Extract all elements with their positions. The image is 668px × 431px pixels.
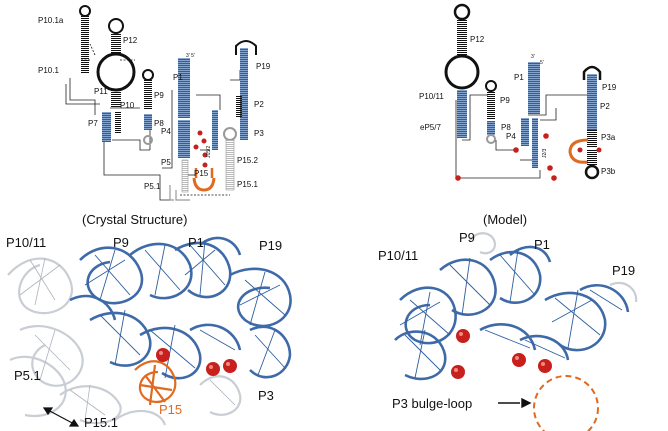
label-p15-1: P15.1 — [237, 180, 258, 189]
p2-helix — [212, 110, 218, 150]
ribbon-label-p1: P1 — [188, 235, 204, 250]
p15-2-helix — [223, 127, 237, 191]
label-p1: P1 — [173, 73, 183, 82]
label-p15: P15 — [194, 169, 209, 178]
model-3d-ribbon: P10/11 P9 P1 P19 P3 bulge-loop — [378, 230, 638, 431]
ribbon-label-p15-1: P15.1 — [84, 415, 118, 430]
p19-helix — [235, 40, 257, 140]
tertiary-contacts — [120, 59, 230, 196]
model-grey-ribbon — [469, 232, 638, 303]
model-ribbon-label-p9: P9 — [459, 230, 475, 245]
model-p19-helix — [582, 65, 602, 148]
model-p3-bulge — [568, 138, 600, 180]
p10-1a-helix — [79, 5, 91, 74]
bulge-arrow — [498, 397, 532, 409]
label-p2: P2 — [254, 100, 264, 109]
label-p12: P12 — [123, 36, 138, 45]
label-p5-1: P5.1 — [144, 182, 161, 191]
ribbon-label-p3: P3 — [258, 388, 274, 403]
model-label-p3b: P3b — [601, 167, 616, 176]
model-p10-11-helix — [457, 90, 467, 138]
model-metal-ions-3d — [451, 329, 552, 379]
label-p10-1a: P10.1a — [38, 16, 64, 25]
label-p19: P19 — [256, 62, 271, 71]
ribbon-label-p19: P19 — [259, 238, 282, 253]
caption-crystal-structure: (Crystal Structure) — [82, 212, 187, 227]
model-p12-helix — [444, 3, 480, 90]
p8-helix — [143, 114, 153, 145]
model-p9-helix — [485, 80, 497, 119]
label-p11: P11 — [94, 87, 108, 96]
crystal-blue-ribbon — [69, 236, 292, 380]
metal-ions-crystal — [193, 130, 208, 168]
label-j15-2: J15/2 — [206, 146, 212, 158]
model-p8-helix — [486, 121, 496, 144]
model-label-p3a: P3a — [601, 133, 616, 142]
ribbon-label-p9: P9 — [113, 235, 129, 250]
model-label-p2: P2 — [600, 102, 610, 111]
p3-bulge-dashed-circle — [533, 375, 599, 431]
crystal-blue-ribbon-rungs — [84, 239, 286, 379]
caption-model: (Model) — [483, 212, 527, 227]
crystal-p15-orange-ribbon — [134, 360, 177, 406]
label-p15-2: P15.2 — [237, 156, 258, 165]
model-label-p1: P1 — [514, 73, 524, 82]
p1-helix — [169, 58, 190, 201]
model-ribbon-label-p1: P1 — [534, 237, 550, 252]
crystal-grey-ribbon-lines — [19, 257, 236, 421]
model-label-j2-3: J2/3 — [542, 148, 548, 158]
model-label-p12: P12 — [470, 35, 485, 44]
label-p5: P5 — [161, 158, 171, 167]
p9-helix — [142, 69, 154, 110]
label-ends: 3' 5' — [186, 53, 195, 59]
model-ribbon-label-bulge: P3 bulge-loop — [392, 396, 472, 411]
p7-helix — [102, 112, 121, 142]
model-label-ep5-7: eP5/7 — [420, 123, 441, 132]
model-label-5prime: 5' — [540, 60, 544, 66]
label-p9: P9 — [154, 91, 164, 100]
model-ribbon-label-p19: P19 — [612, 263, 635, 278]
label-p10-1: P10.1 — [38, 66, 59, 75]
ribbon-label-p15: P15 — [159, 402, 182, 417]
model-p1-helix — [521, 62, 540, 168]
label-p8: P8 — [154, 119, 164, 128]
model-secondary-structure: P12 P10/11 P9 P8 eP5/7 P4 P1 3' 5' P19 P… — [419, 3, 617, 227]
model-label-p9: P9 — [500, 96, 510, 105]
model-blue-ribbon — [394, 245, 630, 381]
crystal-3d-ribbon: P10/11 P9 P1 P19 P5.1 P15 P3 P15.1 — [6, 235, 292, 430]
label-p10: P10 — [120, 101, 135, 110]
model-label-p8: P8 — [501, 123, 511, 132]
model-label-3prime: 3' — [531, 54, 535, 60]
model-label-p10-11: P10/11 — [419, 92, 444, 101]
metal-ions-model — [455, 133, 602, 181]
ribbon-label-p5-1: P5.1 — [14, 368, 41, 383]
model-blue-ribbon-rungs — [399, 249, 623, 379]
p15-1-double-arrow — [42, 407, 80, 427]
model-ribbon-label-p10-11: P10/11 — [378, 248, 418, 263]
model-label-p4: P4 — [506, 132, 516, 141]
model-label-p19: P19 — [602, 83, 617, 92]
p11-helix — [111, 90, 121, 108]
ribbon-label-p10-11: P10/11 — [6, 235, 46, 250]
label-p4: P4 — [161, 127, 171, 136]
label-p3: P3 — [254, 129, 264, 138]
crystal-grey-ribbon — [7, 257, 242, 426]
label-p7: P7 — [88, 119, 98, 128]
model-connector-lines — [455, 94, 590, 179]
p15-helix — [192, 168, 216, 192]
crystal-metal-ions-3d — [156, 348, 237, 376]
crystal-secondary-structure: P10.1a P12 P10.1 P11 P10 P9 P7 P8 P1 3' … — [38, 5, 271, 227]
